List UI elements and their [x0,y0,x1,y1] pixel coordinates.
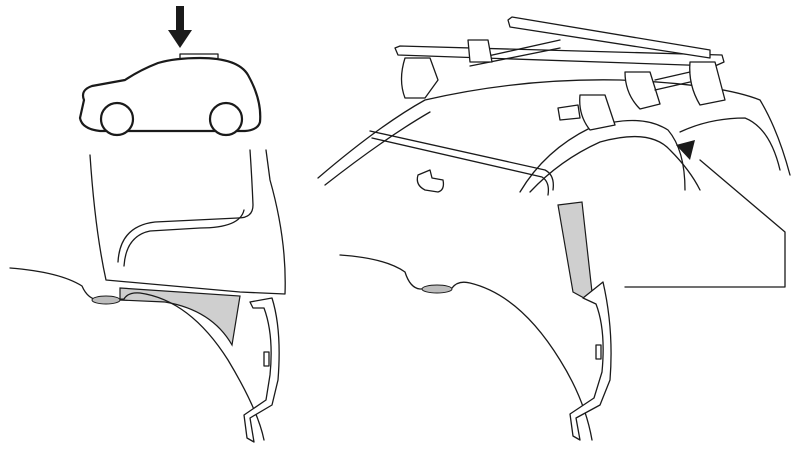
roof-clip [416,169,445,193]
bracket-clip [243,297,280,443]
bracket-clip [569,281,612,441]
rack-foot [624,71,661,110]
rear-roof-bar [507,16,711,59]
roof-channel-hatched [91,295,121,305]
foot-pad-detail-installed [9,149,286,443]
rack-foot [689,61,726,106]
rack-foot [467,39,493,63]
rubber-pad-shaded [119,287,241,347]
front-wheel [99,101,135,137]
foot-pad-detail-bracket [339,201,612,441]
roof-rack-mini [179,53,219,59]
down-arrow-icon [168,6,192,48]
rack-foot [400,57,439,99]
crossbar-rail [654,71,691,91]
roof-channel-hatched [421,284,453,294]
pointer-arrow-icon [676,140,695,160]
car-side-view [78,53,262,137]
rear-wheel [208,101,244,137]
roof-rack-on-car [317,16,791,288]
callout-line [624,159,786,288]
rubber-pad-shaded [557,201,593,299]
rack-foot [579,94,616,131]
